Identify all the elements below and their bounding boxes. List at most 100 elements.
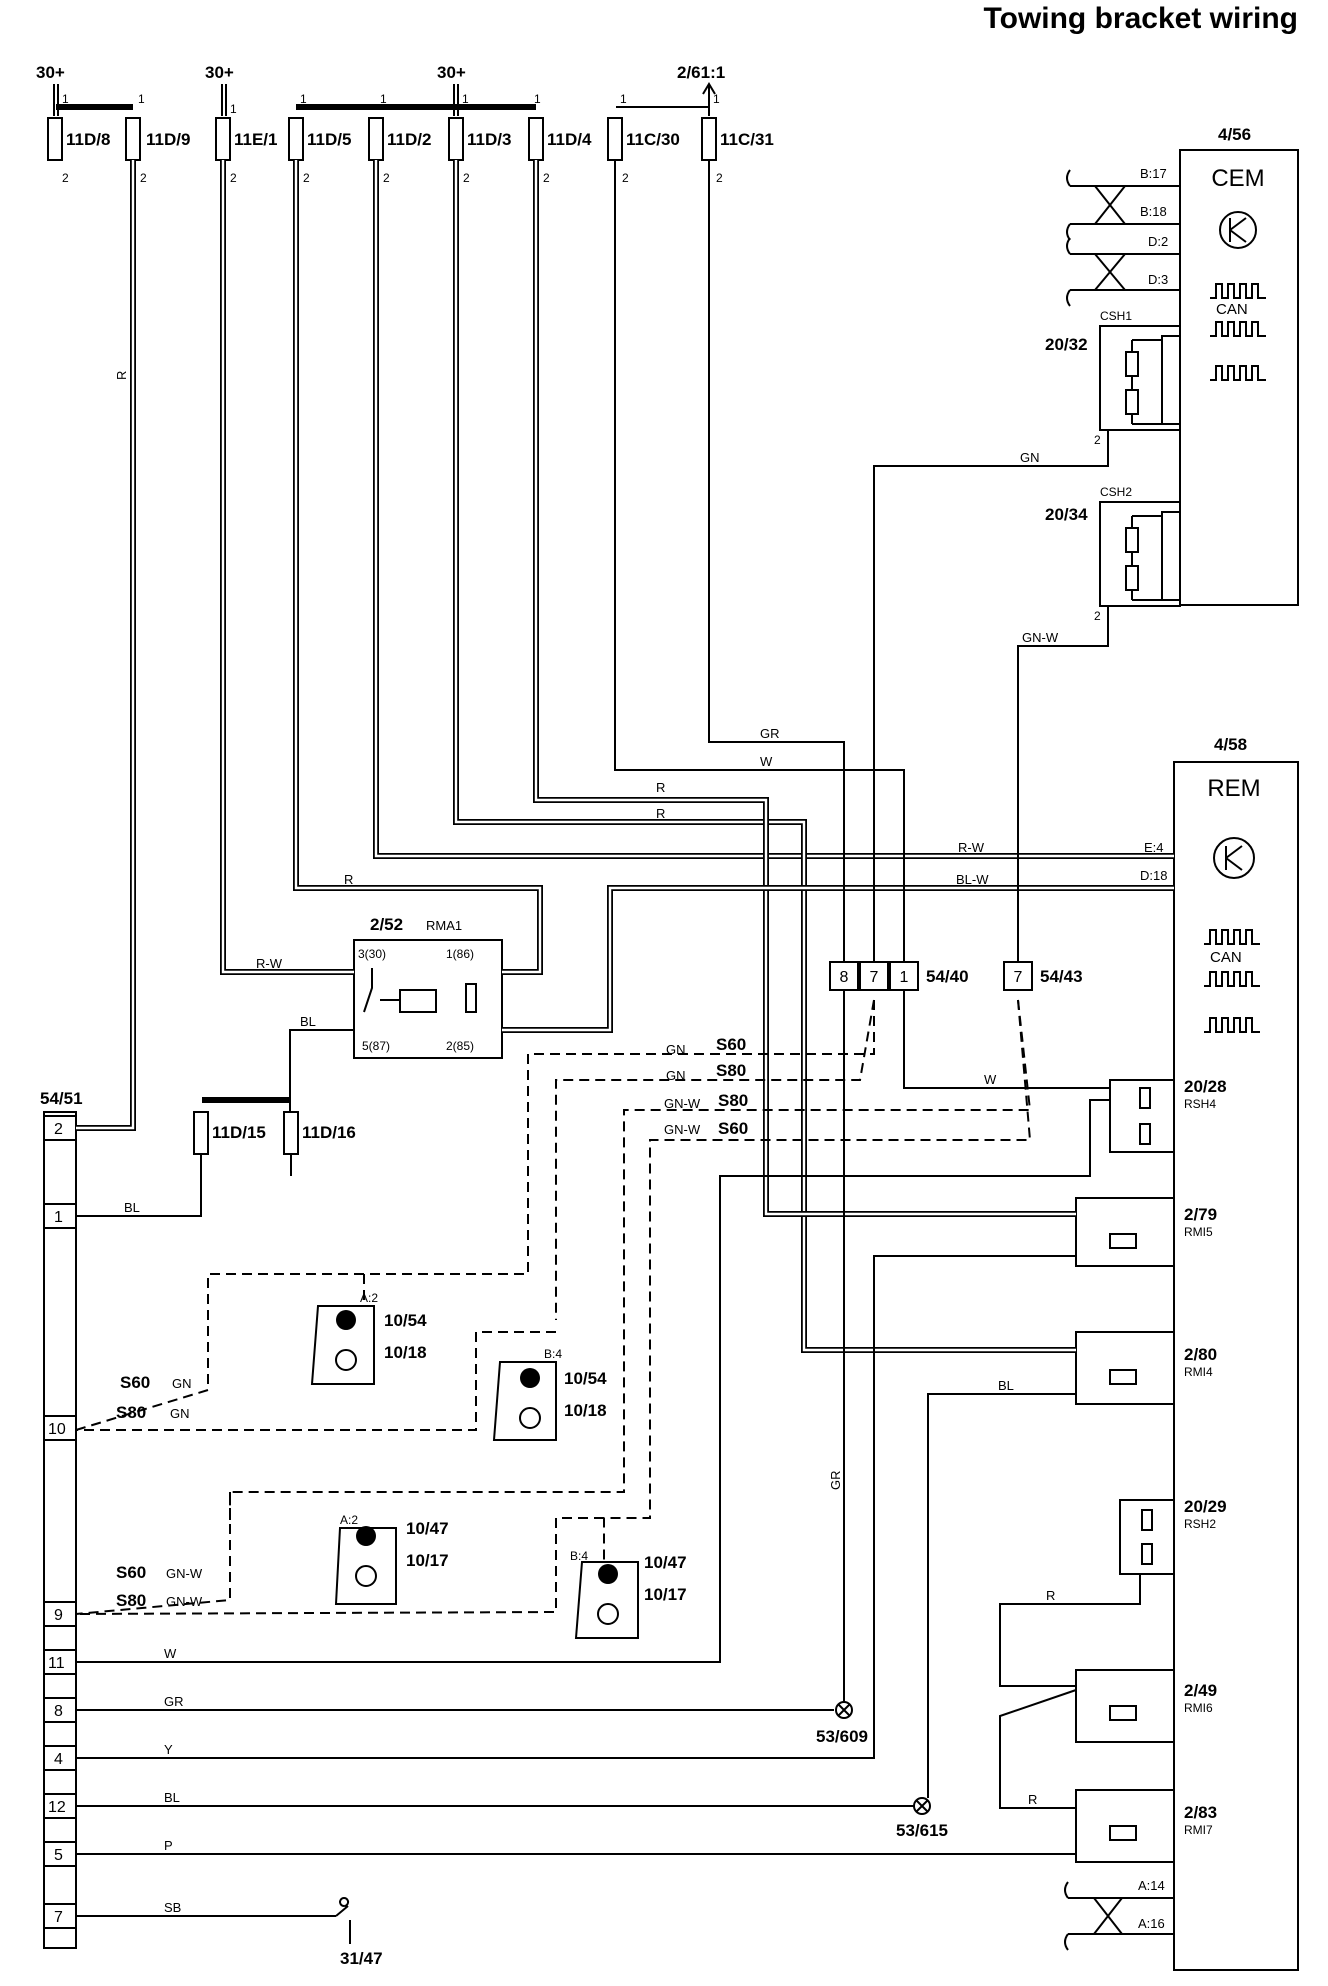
fuse-pin: 1 [138,92,145,106]
single-wires [76,160,1141,1917]
wire-color: R [1046,1588,1055,1603]
pin-label: 2 [1094,609,1101,623]
bulb-icon [335,1349,357,1371]
fuse-label-11d2: 11D/2 [387,130,431,149]
connector-pin: 12 [48,1799,66,1816]
wire-color: GR [760,726,780,741]
wire-color: BL [164,1790,180,1805]
fuse-label-11d16: 11D/16 [302,1123,356,1142]
ground-label-3147: 31/47 [340,1949,383,1968]
relay-pin-85: 2(85) [446,1039,474,1053]
wire-color: GN-W [1022,630,1059,645]
bulb-icon [356,1526,376,1546]
fuse-label-11c30: 11C/30 [626,130,680,149]
fuse-11c31 [701,117,717,161]
wire-color: GN [1020,450,1040,465]
transistor-icon [1213,837,1255,879]
pulse-icon [1204,929,1260,945]
fuse-label-11d15: 11D/15 [212,1123,266,1142]
lamp-pos: B:4 [570,1549,588,1563]
fuse-11d3 [448,117,464,161]
module-name-rmi6: RMI6 [1184,1701,1213,1715]
csh2-ref: 20/34 [1045,505,1088,524]
wire-color: GN-W [664,1096,701,1111]
connector-pin: 7 [870,969,879,986]
variant-label: S80 [116,1591,146,1610]
wire-color: R-W [256,956,283,971]
wire-color: GN-W [166,1594,203,1609]
relay-pin-87: 5(87) [362,1039,390,1053]
wire-color: R [656,780,665,795]
wire-color: R-W [958,840,985,855]
module-ref-280: 2/80 [1184,1345,1217,1364]
fuse-11d9 [125,117,141,161]
connector-5440: 8 7 1 54/40 [829,961,969,991]
bulb-icon [520,1368,540,1388]
module-ref-249: 2/49 [1184,1681,1217,1700]
connector-5443: 7 54/43 [1003,961,1083,991]
relay-ref: 2/52 [370,915,403,934]
wire-color: W [164,1646,177,1661]
wire-color: GN [666,1042,686,1057]
can-twisted-pair-icon [1070,253,1180,291]
can-twisted-pair-icon [1070,185,1180,225]
fuse-pin: 2 [716,171,723,185]
fuse-pin: 2 [140,171,147,185]
supply-labels: 30+ 30+ 30+ 2/61:1 [36,63,725,82]
variant-label: S60 [120,1373,150,1392]
wire-color: R [114,371,129,380]
csh1-name: CSH1 [1100,309,1132,323]
lamp-ref: 10/18 [384,1343,427,1362]
variant-label: S80 [716,1061,746,1080]
module-ref-2028: 20/28 [1184,1077,1227,1096]
variant-label: S80 [718,1091,748,1110]
supply-label-1: 30+ [36,63,65,82]
lamp-2: B:4 10/54 10/18 [492,1347,607,1441]
relay-name: RMA1 [426,918,462,933]
wire-color: W [984,1072,997,1087]
pulse-icon [1204,1017,1260,1033]
lamp-ref: 10/47 [644,1553,687,1572]
pulse-icon [1210,365,1266,381]
fuse-pin: 2 [303,171,310,185]
fuse-pin: 2 [543,171,550,185]
fuse-11d15 [193,1111,209,1155]
dashed-wires [75,999,1032,1615]
fuse-pin: 1 [380,92,387,106]
fuse-pin: 2 [383,171,390,185]
connector-pin: 10 [48,1421,66,1438]
cem-terminal-d2: D:2 [1148,234,1168,249]
csh2-name: CSH2 [1100,485,1132,499]
variant-label: S60 [718,1119,748,1138]
fuse-label-11c31: 11C/31 [720,130,774,149]
supply-label-2: 30+ [205,63,234,82]
connector-pin: 7 [1014,969,1023,986]
transistor-icon [1219,211,1257,249]
connector-ref-5440: 54/40 [926,967,969,986]
lamp-1: A:2 10/54 10/18 [310,1291,427,1385]
module-name-rmi4: RMI4 [1184,1365,1213,1379]
wire-color-labels: R R-W R R-W BL-W R R W GR GN GN-W BL W G… [114,371,1059,1915]
bulb-icon [598,1564,618,1584]
fuse-label-11d5: 11D/5 [307,130,351,149]
fuse-pin: 1 [62,92,69,106]
wire-color: GN-W [166,1566,203,1581]
variant-label: S80 [116,1403,146,1422]
fuse-pin: 2 [62,171,69,185]
wire-color: BL [998,1378,1014,1393]
lamp-pos: A:2 [340,1513,358,1527]
lamp-ref: 10/54 [564,1369,607,1388]
cem-ref: 4/56 [1218,125,1251,144]
fuse-label-11d3: 11D/3 [467,130,511,149]
cem-name: CEM [1211,165,1264,192]
can-twisted-pair-icon [1068,1897,1174,1935]
variant-label: S60 [716,1035,746,1054]
bulb-icon [519,1407,541,1429]
wire-color: BL [124,1200,140,1215]
diagram-title: Towing bracket wiring [984,2,1298,35]
rem-terminal-a14: A:14 [1138,1878,1165,1893]
module-ref-279: 2/79 [1184,1205,1217,1224]
wire-color: W [760,754,773,769]
bulb-icon [355,1565,377,1587]
fuse-label-11e1: 11E/1 [234,130,278,149]
